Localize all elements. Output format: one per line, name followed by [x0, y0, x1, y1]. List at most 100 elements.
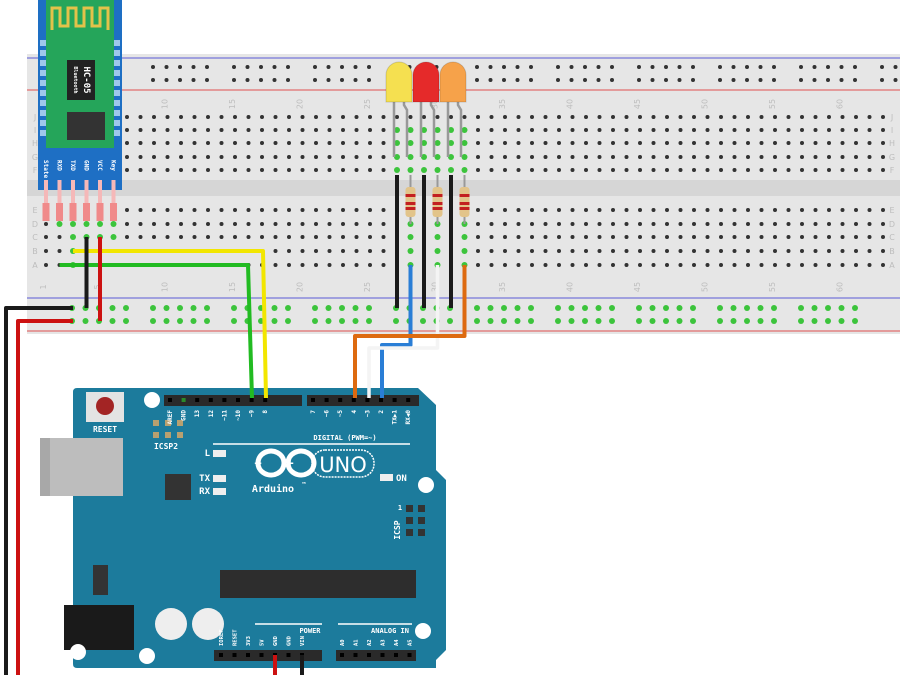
breadboard-hole	[448, 127, 454, 133]
breadboard-hole	[854, 208, 858, 212]
breadboard-hole	[665, 115, 669, 119]
breadboard-hole	[665, 141, 669, 145]
leds-and-resistors	[385, 61, 470, 224]
breadboard-hole	[165, 168, 170, 172]
rail-hole	[487, 305, 494, 311]
breadboard-hole	[434, 234, 441, 240]
breadboard-hole	[557, 235, 561, 239]
breadboard-hole	[314, 235, 318, 239]
breadboard-hole	[192, 168, 197, 172]
breadboard-hole	[273, 115, 278, 119]
analog-pin-label: A5	[408, 639, 414, 646]
power-header	[214, 650, 322, 661]
breadboard-hole	[287, 128, 291, 132]
breadboard-hole	[719, 222, 723, 226]
digital-pin-label: 4	[351, 410, 358, 414]
breadboard-hole	[719, 235, 723, 239]
breadboard-hole	[273, 222, 278, 226]
breadboard-hole	[260, 235, 264, 239]
breadboard-hole	[461, 140, 468, 146]
rail-hole	[366, 318, 372, 324]
orange-led	[439, 61, 467, 103]
rail-hole	[204, 318, 210, 324]
breadboard-hole	[570, 222, 575, 226]
breadboard-hole	[773, 128, 777, 132]
breadboard-hole	[287, 222, 291, 226]
breadboard-hole	[732, 115, 737, 119]
breadboard-hole	[638, 249, 642, 253]
breadboard-hole	[638, 115, 642, 119]
rail-hole	[474, 305, 480, 311]
rail-hole	[826, 65, 830, 69]
rail-hole	[718, 78, 722, 82]
rail-hole	[326, 78, 331, 82]
trademark: TM	[302, 481, 306, 485]
breadboard-hole	[489, 155, 494, 159]
hc05-pin	[111, 180, 116, 220]
rail-hole	[569, 78, 574, 82]
breadboard-hole	[638, 222, 642, 226]
rail-hole	[838, 318, 845, 324]
hc05-pad	[40, 120, 46, 126]
rail-hole	[232, 78, 236, 82]
breadboard-hole	[746, 115, 750, 119]
breadboard-hole	[624, 222, 629, 226]
breadboard-hole	[516, 115, 521, 119]
icsp2-pin	[165, 432, 171, 438]
breadboard-hole	[125, 128, 129, 132]
breadboard-hole	[746, 128, 750, 132]
breadboard-hole	[786, 208, 791, 212]
breadboard-hole	[327, 155, 332, 159]
breadboard-hole	[719, 141, 723, 145]
breadboard-hole	[125, 235, 129, 239]
arduino-gnd-wire	[4, 306, 73, 675]
hc05-pin-label: Key	[110, 160, 117, 171]
hc05-pad	[40, 40, 46, 46]
breadboard-hole	[570, 115, 575, 119]
column-label: 10	[161, 99, 170, 109]
digital-pin-RX◀0	[406, 398, 411, 402]
hc05-pin-header	[69, 203, 77, 221]
breadboard-hole	[516, 141, 521, 145]
breadboard-hole	[705, 249, 710, 253]
row-label: J	[890, 113, 893, 122]
breadboard-hole	[705, 222, 710, 226]
digital-pin-label: 7	[310, 410, 317, 414]
breadboard-hole	[260, 141, 264, 145]
breadboard-hole	[233, 222, 237, 226]
breadboard-hole	[300, 115, 305, 119]
breadboard-hole	[651, 208, 656, 212]
breadboard-hole	[719, 155, 723, 159]
breadboard-hole	[341, 235, 345, 239]
breadboard-hole	[300, 208, 305, 212]
breadboard-hole	[165, 222, 170, 226]
hc05-pad	[40, 60, 46, 66]
hc05-pad	[114, 40, 120, 46]
breadboard-hole	[800, 115, 804, 119]
breadboard-hole	[651, 263, 656, 267]
breadboard-hole	[530, 263, 534, 267]
breadboard-hole	[233, 128, 237, 132]
hc05-title: HC-05	[81, 66, 91, 93]
icsp-pin	[418, 505, 425, 512]
wire-pin10	[73, 249, 268, 399]
breadboard-hole	[461, 248, 468, 254]
rail-hole	[502, 65, 506, 69]
breadboard-hole	[597, 141, 602, 145]
rail-hole	[691, 65, 695, 69]
breadboard-hole	[678, 155, 683, 159]
breadboard-hole	[260, 128, 264, 132]
breadboard-hole	[746, 208, 750, 212]
icsp2-pin	[177, 420, 183, 426]
breadboard-hole	[314, 155, 318, 159]
breadboard-hole	[341, 115, 345, 119]
column-label: 5	[93, 284, 102, 289]
hc05-pad	[40, 80, 46, 86]
power-pin-label: 3V3	[246, 636, 252, 646]
breadboard-hole	[867, 249, 872, 253]
breadboard-hole	[692, 155, 696, 159]
rail-hole	[811, 318, 818, 324]
breadboard-hole	[273, 128, 278, 132]
breadboard-hole	[421, 140, 427, 146]
breadboard-hole	[827, 141, 831, 145]
